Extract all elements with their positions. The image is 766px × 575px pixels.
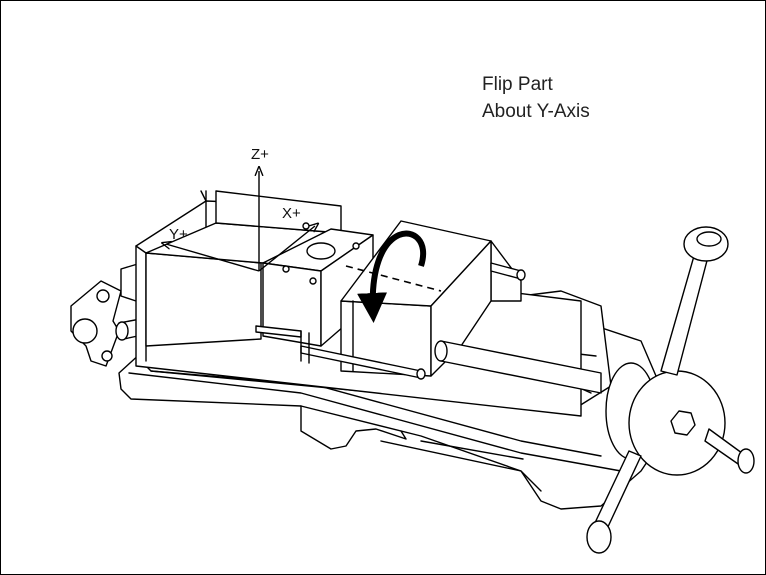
x-axis-line [258,226,315,272]
coordinate-axes: Z+ X+ Y+ [166,146,315,272]
z-axis-label: Z+ [251,146,269,163]
x-axis-label: X+ [282,205,301,222]
guide-rods [255,262,602,394]
hand-wheel [586,226,755,554]
caption-line-2: About Y-Axis [482,101,590,122]
flip-axis-line [345,265,442,292]
caption-line-1: Flip Part [482,74,553,95]
part-plate [262,222,374,347]
y-axis-label: Y+ [169,226,188,243]
y-axis-line [166,244,260,272]
flip-arrow [357,230,426,323]
caption: Flip Part About Y-Axis [482,71,590,125]
